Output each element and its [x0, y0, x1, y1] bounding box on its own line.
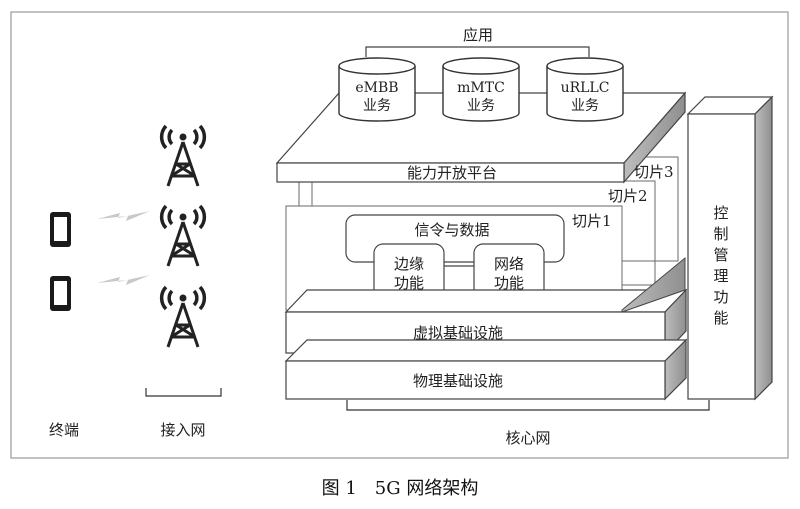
core-network-bracket: [346, 400, 710, 411]
control-char-1: 控: [713, 204, 728, 222]
wireless-link-icon: [97, 275, 150, 285]
slice-3-label: 切片3: [634, 163, 674, 181]
signaling-data-label: 信令与数据: [414, 221, 489, 239]
phone-icon: [50, 276, 71, 311]
terminal-label: 终端: [49, 421, 79, 439]
urllc-service-cylinder: [546, 57, 624, 122]
control-char-4: 理: [713, 267, 728, 285]
phone-icon: [50, 212, 71, 247]
slice-2-label: 切片2: [608, 187, 648, 205]
urllc-label: uRLLC: [561, 80, 610, 96]
control-management-column: [686, 95, 774, 401]
physical-infrastructure: [284, 338, 688, 401]
outer-frame: [10, 11, 789, 459]
control-char-3: 管: [713, 246, 728, 264]
slice-base-edge: [621, 256, 686, 313]
figure-caption: 图 1 5G 网络架构: [322, 478, 479, 499]
cell-tower-icon: [159, 285, 207, 348]
control-char-2: 制: [713, 225, 728, 243]
physical-infrastructure-label: 物理基础设施: [413, 372, 503, 390]
embb-service-cylinder: [338, 57, 416, 122]
embb-sub-label: 业务: [363, 98, 391, 114]
mmtc-sub-label: 业务: [467, 98, 495, 114]
edge-function-label: 边缘: [394, 255, 424, 273]
cell-tower-icon: [159, 204, 207, 267]
control-char-6: 能: [713, 309, 728, 327]
application-label: 应用: [463, 26, 493, 44]
edge-function-sub-label: 功能: [394, 274, 424, 292]
slice-1-label: 切片1: [572, 212, 612, 230]
wireless-link-icon: [97, 211, 150, 221]
core-network-label: 核心网: [505, 429, 550, 447]
access-network-label: 接入网: [160, 421, 205, 439]
capability-platform-label: 能力开放平台: [407, 164, 497, 182]
control-char-5: 功: [713, 288, 728, 306]
mmtc-service-cylinder: [442, 57, 520, 122]
cell-tower-icon: [159, 124, 207, 187]
virtual-infrastructure-label: 虚拟基础设施: [413, 324, 503, 342]
application-bracket: [365, 46, 590, 57]
network-function-label: 网络: [494, 255, 524, 273]
network-function-sub-label: 功能: [494, 274, 524, 292]
embb-label: eMBB: [355, 80, 398, 96]
access-network-bracket: [145, 388, 222, 397]
urllc-sub-label: 业务: [571, 98, 599, 114]
mmtc-label: mMTC: [457, 80, 505, 96]
